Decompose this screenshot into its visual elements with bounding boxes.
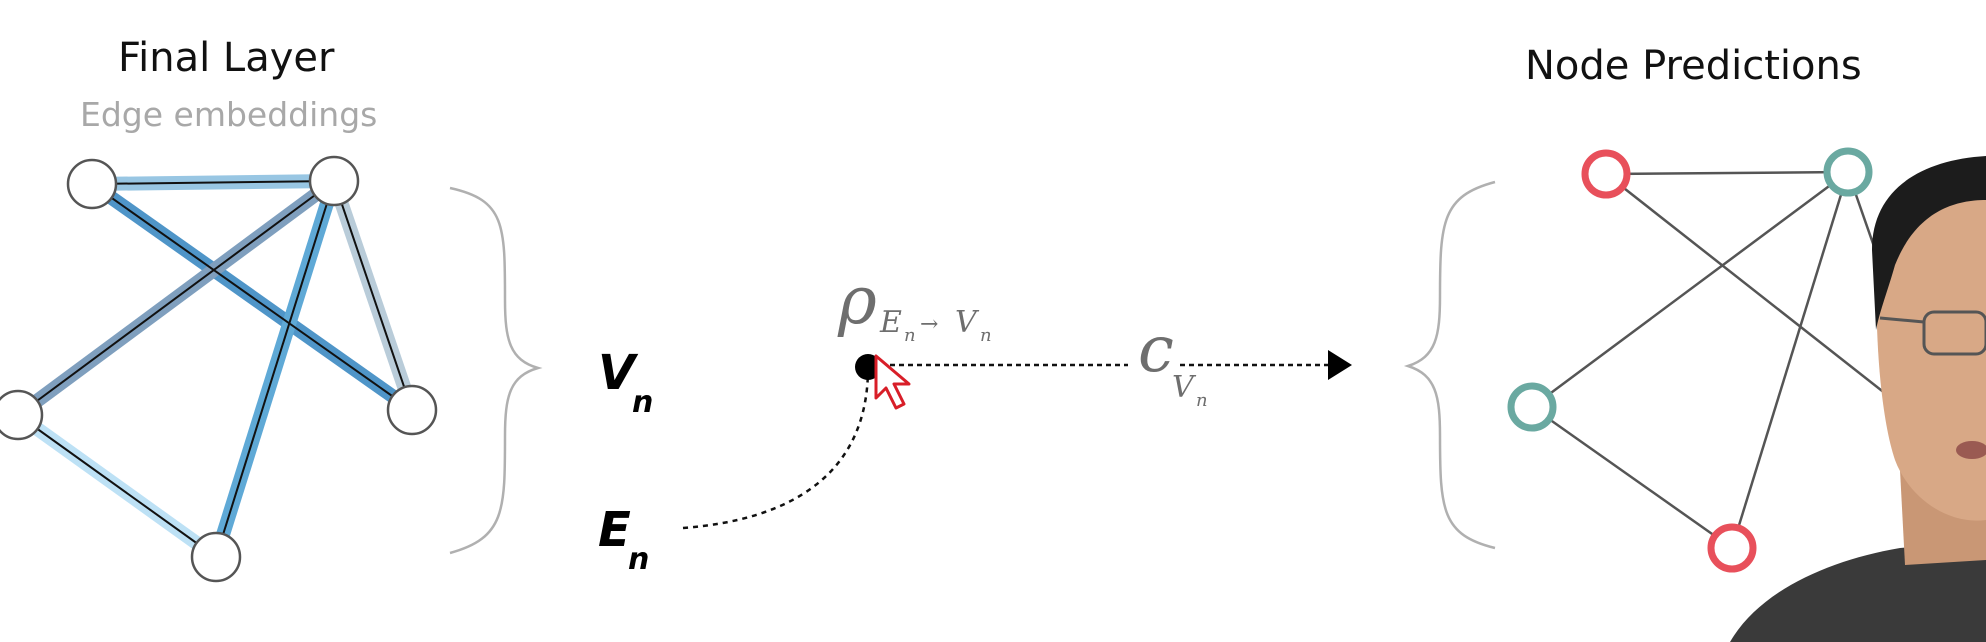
rho-sub-e-n: n (904, 325, 916, 346)
e-subscript: n (628, 542, 650, 577)
presenter-hair (1872, 156, 1986, 330)
final-layer-title: Final Layer (118, 35, 335, 81)
edge-b-d (333, 180, 413, 411)
rho-sub-arrow: → (920, 312, 939, 337)
node-a (66, 158, 118, 210)
rho-symbol: ρ (838, 262, 877, 339)
right-curly-brace (1403, 180, 1496, 550)
arrow-head-icon (1328, 350, 1352, 380)
pred-edge-4 (1730, 171, 1850, 549)
left-curly-brace (449, 186, 543, 555)
c-sub-n: n (1196, 390, 1208, 411)
prediction-edges (1531, 170, 1907, 550)
node-predictions-title: Node Predictions (1525, 43, 1862, 89)
presenter-shoulders (1730, 540, 1986, 642)
node-e (190, 531, 242, 583)
pred-node-red-top (1581, 149, 1631, 199)
presenter-video-overlay (1730, 156, 1986, 642)
node-c (0, 389, 44, 441)
edge-b-e (215, 180, 335, 558)
pred-node-teal-left (1507, 382, 1557, 432)
rho-sub-v-n: n (980, 325, 992, 346)
edge-b-c (17, 180, 335, 416)
mouse-cursor-icon (874, 354, 911, 410)
presenter-glasses (1879, 310, 1986, 356)
v-subscript: n (632, 385, 654, 420)
node-prediction-graph (1507, 147, 1907, 573)
c-symbol: c (1138, 313, 1174, 387)
edge-to-node-curve (682, 367, 870, 530)
edge-a-b (91, 180, 335, 185)
pred-edge-1 (1605, 170, 1849, 176)
prediction-nodes (1507, 147, 1873, 573)
e-symbol: E (598, 502, 631, 558)
presenter-mouth (1956, 441, 1986, 459)
pred-node-red-bottom (1707, 523, 1757, 573)
v-symbol: V (598, 345, 636, 401)
edge-a-d (91, 183, 413, 411)
pred-edge-6 (1531, 405, 1733, 550)
rho-sub-e: E (880, 305, 902, 340)
graph-nodes (0, 155, 438, 583)
pred-node-teal-top (1823, 147, 1873, 197)
pred-edge-2 (1605, 173, 1901, 406)
node-d (386, 384, 438, 436)
c-sub-v: V (1172, 370, 1194, 405)
pred-edge-3 (1531, 170, 1849, 409)
node-b (308, 155, 360, 207)
edge-embedding-graph (0, 155, 438, 583)
rho-sub-v: V (955, 305, 977, 340)
edge-embeddings-subtitle: Edge embeddings (80, 95, 378, 134)
presenter-face (1876, 164, 1986, 521)
edge-c-e (17, 414, 217, 558)
graph-edges (17, 180, 413, 558)
